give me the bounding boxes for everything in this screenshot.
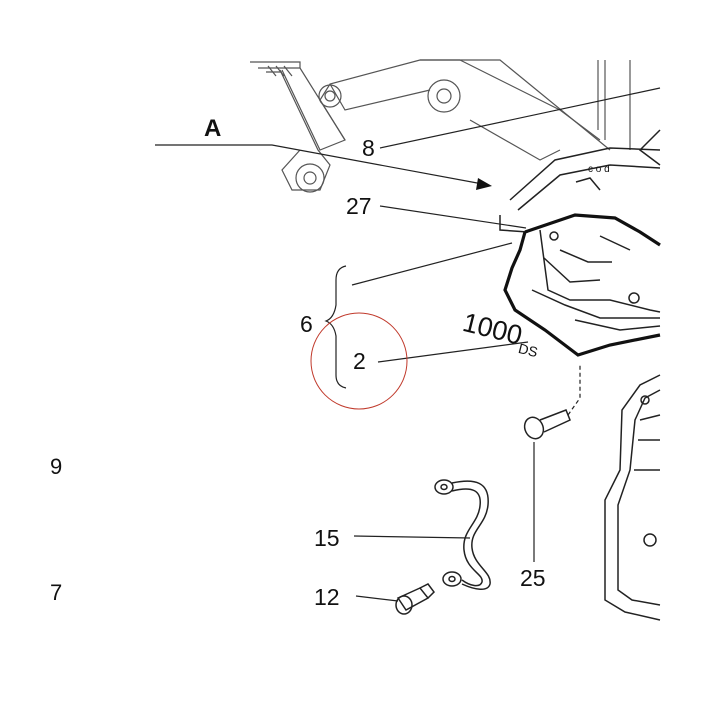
frame-bracket: [250, 59, 631, 193]
part-note-main: 1000: [460, 307, 526, 351]
callout-6: 6: [300, 311, 313, 337]
arrow-a: A: [155, 115, 492, 190]
group-bracket: [324, 265, 347, 389]
screw-12: [395, 583, 435, 615]
gasket: [503, 213, 661, 357]
callout-27: 27: [346, 193, 372, 219]
highlight-circle: [310, 312, 408, 410]
cover-housing: c o d: [499, 129, 661, 233]
part-note-sub: DS: [517, 340, 540, 360]
inner-cover: [531, 229, 661, 331]
edge-label-upper: 9: [50, 454, 62, 479]
marker-a-label: A: [204, 115, 221, 142]
side-casing: [604, 374, 661, 621]
callout-2: 2: [353, 348, 366, 374]
callout-12: 12: [314, 584, 340, 610]
callout-8: 8: [362, 135, 375, 161]
callout-25: 25: [520, 565, 546, 591]
edge-label-lower: 7: [50, 580, 62, 605]
part-note: 1000 DS: [460, 307, 540, 360]
cable-15: [434, 479, 491, 590]
screw-25: [523, 365, 581, 440]
callout-15: 15: [314, 525, 340, 551]
svg-text:c o d: c o d: [588, 164, 610, 175]
leader-lines: [351, 87, 661, 602]
